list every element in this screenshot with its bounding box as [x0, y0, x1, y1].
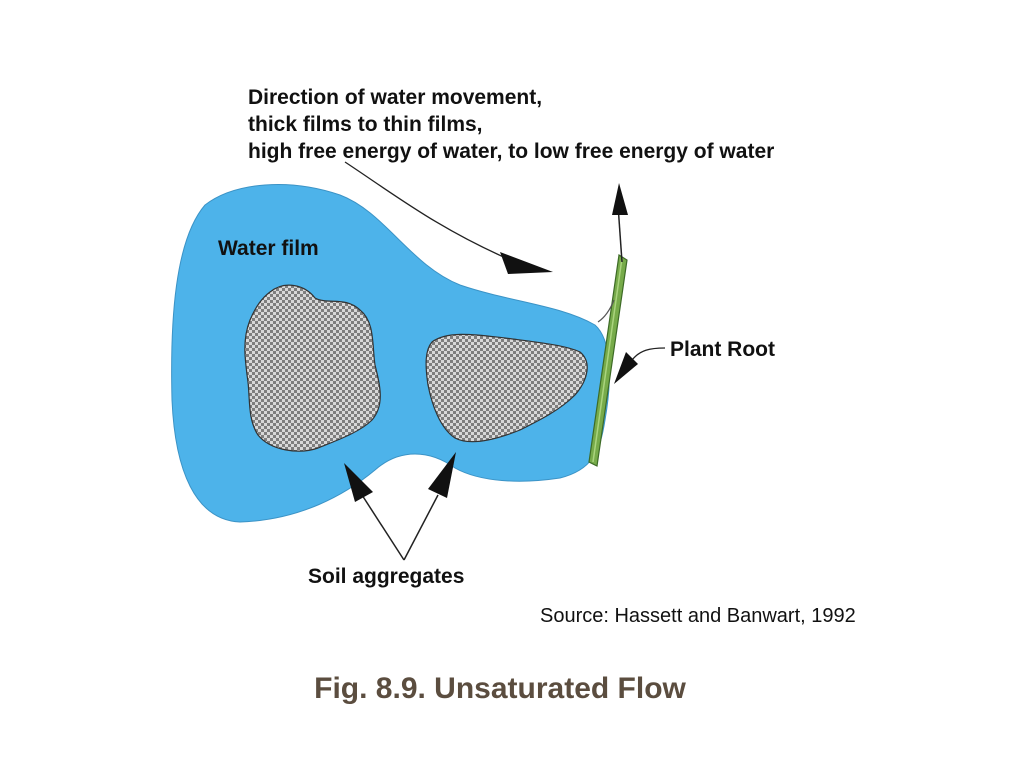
direction-line-1: Direction of water movement,	[248, 86, 542, 109]
plant-root-label: Plant Root	[670, 338, 775, 361]
soil-aggregate-arrows	[344, 452, 456, 561]
direction-arrow	[344, 161, 553, 274]
water-film-label: Water film	[218, 237, 319, 260]
figure-caption: Fig. 8.9. Unsaturated Flow	[314, 672, 686, 705]
source-citation: Source: Hassett and Banwart, 1992	[540, 605, 856, 627]
soil-aggregates-label: Soil aggregates	[308, 565, 464, 588]
direction-line-3: high free energy of water, to low free e…	[248, 140, 774, 163]
soil-aggregate-right	[425, 333, 588, 443]
direction-line-2: thick films to thin films,	[248, 113, 483, 136]
upward-flow-arrow	[612, 183, 628, 263]
plant-root	[588, 254, 628, 467]
soil-aggregate-left	[244, 284, 381, 452]
plant-root-pointer	[614, 347, 666, 384]
